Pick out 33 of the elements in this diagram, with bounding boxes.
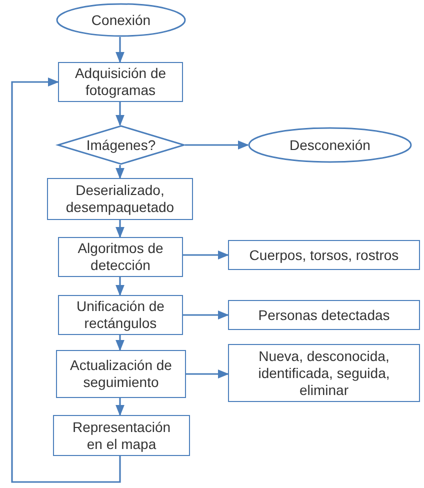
arrow — [116, 102, 124, 126]
node-label: Algoritmos de detección — [76, 240, 164, 274]
arrow — [185, 140, 250, 150]
process-box — [58, 295, 183, 335]
node-label: Imágenes? — [85, 136, 157, 154]
node-label: Personas detectadas — [257, 306, 391, 324]
node-label: Adquisición de fotogramas — [74, 65, 168, 99]
node-label: Conexión — [90, 12, 152, 28]
node-label: Actualización de seguimiento — [69, 357, 173, 391]
arrow — [116, 165, 124, 180]
process-box — [228, 240, 420, 270]
node-label: Nueva, desconocida, identificada, seguida, eliminar — [257, 348, 391, 398]
arrow — [116, 398, 124, 416]
node-label: Unificación de rectángulos — [76, 298, 166, 332]
arrow — [183, 310, 230, 320]
node-label: Cuerpos, torsos, rostros — [248, 246, 400, 264]
process-box — [228, 344, 420, 402]
arrow — [116, 277, 124, 296]
arrow — [116, 37, 124, 64]
process-box — [228, 300, 420, 330]
arrow — [116, 335, 124, 352]
process-box — [47, 178, 193, 220]
process-box — [53, 415, 190, 456]
arrow — [186, 370, 230, 378]
process-box — [58, 237, 183, 277]
node-label: Representación en el mapa — [71, 418, 172, 452]
arrow — [116, 220, 124, 238]
arrow — [183, 250, 230, 260]
node-label: Deserializado, desempaquetado — [64, 182, 176, 216]
process-box — [56, 350, 186, 398]
node-label: Desconexión — [288, 136, 372, 154]
arrow — [11, 78, 121, 483]
process-box — [58, 62, 183, 102]
